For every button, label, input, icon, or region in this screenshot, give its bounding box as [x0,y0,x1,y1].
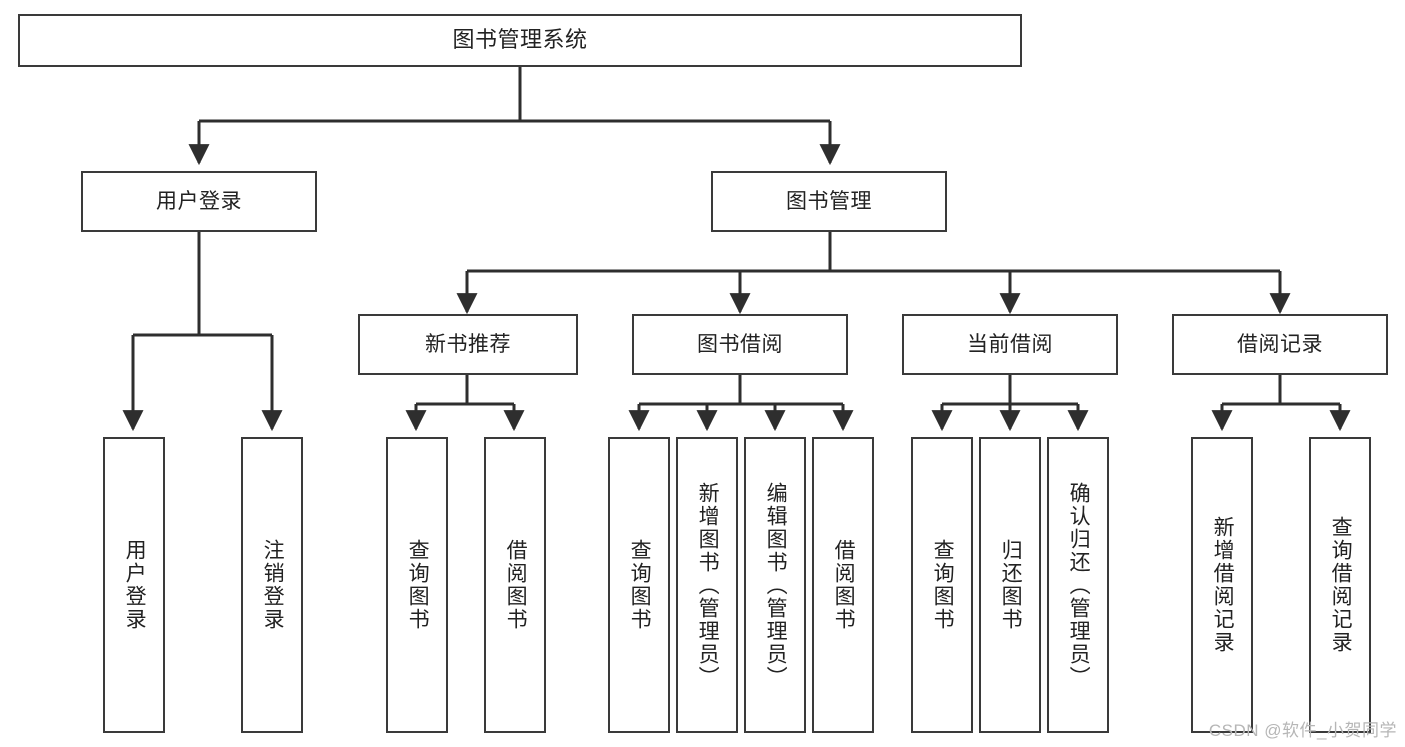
node-label: 借阅图书 [832,539,856,631]
node-leaf-query-book-borrow[interactable]: 查询图书 [608,437,670,733]
node-leaf-logout-login[interactable]: 注销登录 [241,437,303,733]
node-label: 图书管理 [786,189,872,213]
node-root-book-management-system[interactable]: 图书管理系统 [18,14,1022,67]
node-label: 查询图书 [628,539,652,631]
node-leaf-borrow-book[interactable]: 借阅图书 [812,437,874,733]
node-label: 图书借阅 [697,332,783,356]
node-leaf-query-borrow-record[interactable]: 查询借阅记录 [1309,437,1371,733]
node-leaf-user-login[interactable]: 用户登录 [103,437,165,733]
node-label: 图书管理系统 [452,27,588,53]
node-new-book-recommend[interactable]: 新书推荐 [358,314,578,375]
node-label: 用户登录 [123,539,147,631]
node-book-borrow[interactable]: 图书借阅 [632,314,848,375]
node-label: 新增图书（管理员） [696,481,720,689]
node-label: 查询借阅记录 [1329,516,1353,654]
node-leaf-confirm-return-admin[interactable]: 确认归还（管理员） [1047,437,1109,733]
node-leaf-query-book-current[interactable]: 查询图书 [911,437,973,733]
node-label: 新增借阅记录 [1211,516,1235,654]
node-book-management[interactable]: 图书管理 [711,171,947,232]
node-leaf-borrow-book-recommend[interactable]: 借阅图书 [484,437,546,733]
node-leaf-query-book-recommend[interactable]: 查询图书 [386,437,448,733]
node-label: 确认归还（管理员） [1067,481,1091,689]
node-label: 借阅记录 [1237,332,1323,356]
node-label: 查询图书 [931,539,955,631]
node-label: 归还图书 [999,539,1023,631]
node-leaf-return-book[interactable]: 归还图书 [979,437,1041,733]
node-borrow-record[interactable]: 借阅记录 [1172,314,1388,375]
node-label: 注销登录 [261,539,285,631]
watermark: CSDN @软件_小贺同学 [1208,721,1397,740]
node-leaf-edit-book-admin[interactable]: 编辑图书（管理员） [744,437,806,733]
node-label: 借阅图书 [504,539,528,631]
node-label: 编辑图书（管理员） [764,481,788,689]
node-label: 查询图书 [406,539,430,631]
node-current-borrow[interactable]: 当前借阅 [902,314,1118,375]
node-label: 用户登录 [156,189,242,213]
node-label: 当前借阅 [967,332,1053,356]
node-leaf-add-book-admin[interactable]: 新增图书（管理员） [676,437,738,733]
node-user-login[interactable]: 用户登录 [81,171,317,232]
node-leaf-add-borrow-record[interactable]: 新增借阅记录 [1191,437,1253,733]
node-label: 新书推荐 [425,332,511,356]
